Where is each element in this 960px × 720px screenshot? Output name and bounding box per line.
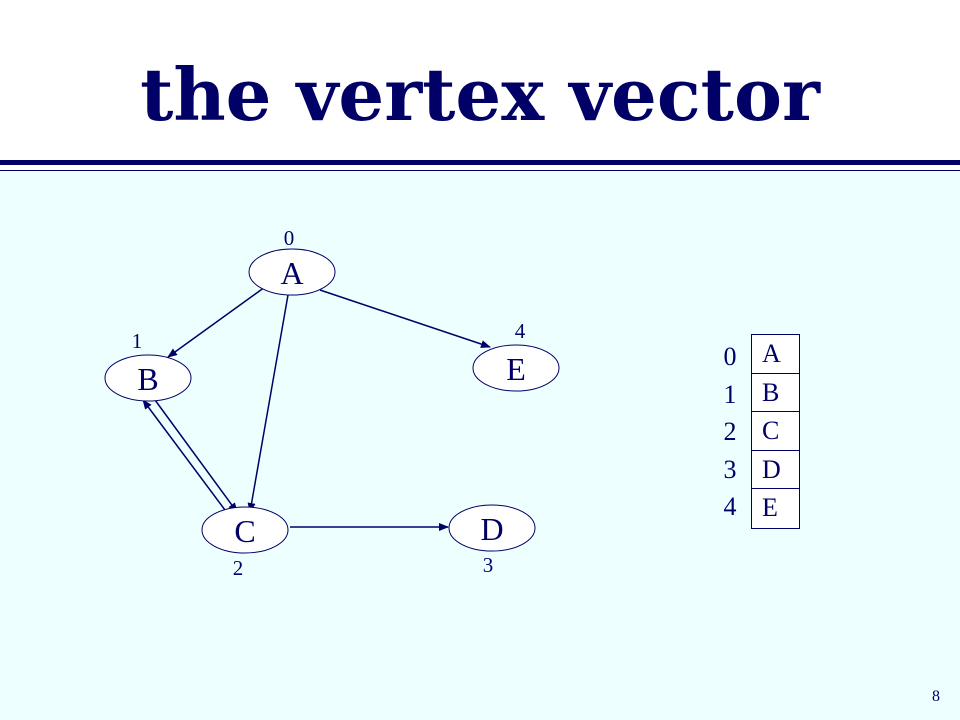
- slide-content: [0, 171, 960, 720]
- edge-c-b: [142, 399, 226, 511]
- slide-header: the vertex vector: [0, 0, 960, 160]
- graph-edges: [142, 286, 491, 531]
- vertex-e-index: 4: [515, 319, 526, 343]
- edge-a-e: [319, 289, 491, 348]
- vertex-c: C: [201, 506, 289, 554]
- vertex-a-label: A: [280, 255, 303, 291]
- header-rule-thin: [0, 170, 960, 171]
- edge-b-c: [154, 399, 238, 513]
- vector-cell: E: [762, 493, 778, 523]
- edge-a-c: [247, 294, 289, 513]
- vertex-e-label: E: [506, 351, 526, 387]
- vector-cell: C: [752, 412, 799, 451]
- vertex-a: A: [248, 248, 336, 296]
- vector-index: 4: [723, 492, 737, 522]
- vertex-a-index: 0: [284, 226, 295, 250]
- vector-cell: A: [752, 335, 799, 374]
- vertex-d: D: [448, 504, 536, 552]
- vertex-b: B: [104, 354, 192, 402]
- vertex-c-index: 2: [233, 556, 244, 580]
- vector-cell: B: [752, 374, 799, 413]
- vertex-vector: A B C D E: [751, 334, 800, 529]
- vector-indices: 0 1 2 3 4: [714, 338, 746, 526]
- vector-index: 3: [723, 454, 737, 484]
- vertex-b-label: B: [137, 361, 158, 397]
- vertex-c-label: C: [234, 513, 255, 549]
- edge-a-b: [167, 286, 266, 358]
- vertex-d-label: D: [480, 511, 503, 547]
- header-rule-thick: [0, 160, 960, 165]
- page-number: 8: [932, 688, 940, 705]
- vertex-d-index: 3: [483, 553, 494, 577]
- vector-index: 0: [723, 342, 737, 371]
- vertex-e: E: [472, 344, 560, 392]
- vector-cell: D: [752, 451, 799, 490]
- vector-index: 2: [723, 417, 737, 447]
- slide-title: the vertex vector: [140, 52, 820, 137]
- vector-index: 1: [723, 379, 737, 409]
- vertex-b-index: 1: [132, 329, 143, 353]
